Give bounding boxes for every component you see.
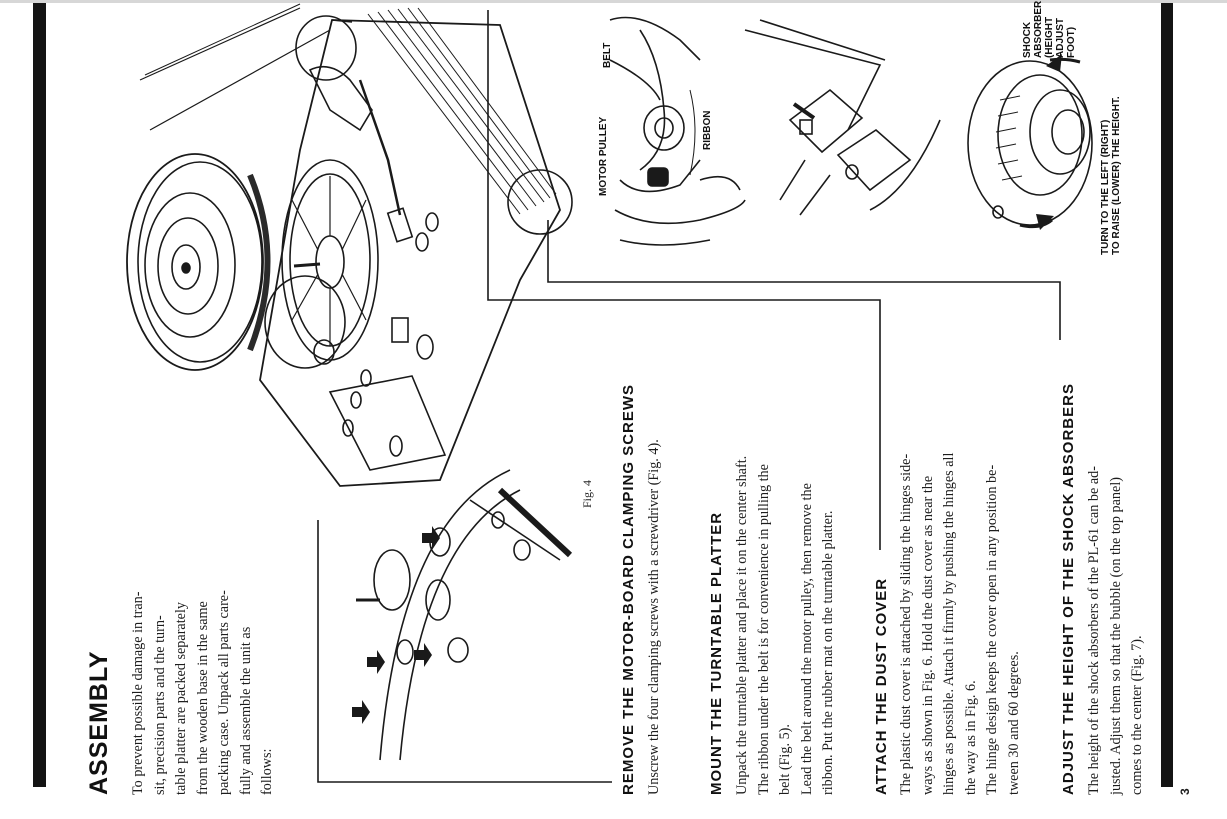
section-body-dust: The plastic dust cover is attached by sl… [896,453,1025,795]
body-line: The hinge design keeps the cover open in… [984,464,1000,795]
right-margin-bar [1161,3,1173,787]
fig7-drawing [967,57,1093,229]
fig5-drawing [609,16,746,246]
intro-line: fully and assemble the unit as [237,626,254,795]
section-heading-dust: ATTACH THE DUST COVER [873,577,890,795]
callout-line-dust [487,10,881,550]
page-number: 3 [1178,788,1192,795]
body-line: belt (Fig. 5). [777,724,793,795]
body-line: tween 30 and 60 degrees. [1005,651,1022,795]
top-edge [0,0,1227,3]
body-line: ways as shown in Fig. 6. Hold the dust c… [919,475,936,795]
section-heading-remove: REMOVE THE MOTOR-BOARD CLAMPING SCREWS [620,383,637,795]
label-line: (HEIGHT [1044,16,1055,58]
section-heading-adjust: ADJUST THE HEIGHT OF THE SHOCK ABSORBERS [1060,383,1077,795]
intro-line: sit, precision parts and the turn- [151,615,168,795]
fig6-drawing [744,19,941,216]
intro-line: packing case. Unpack all parts care- [216,590,232,795]
label-line: ABSORBER [1033,0,1044,58]
body-line: justed. Adjust them so that the bubble (… [1107,477,1124,795]
label-line: ADJUST [1055,17,1066,58]
page-title: ASSEMBLY [85,650,113,795]
callout-line-fig4 [317,520,612,783]
label-line: TO RAISE (LOWER) THE HEIGHT. [1111,96,1122,255]
label-line: FOOT) [1066,26,1077,58]
intro-line: follows: [259,748,275,795]
label-line: SHOCK [1022,21,1033,58]
motor-pulley-label: MOTOR PULLEY [598,116,609,196]
ribbon-label: RIBBON [702,110,713,150]
body-line: comes to the center (Fig. 7). [1129,635,1145,795]
intro-line: table platter are packed separately [173,602,189,795]
left-margin-bar [33,3,46,787]
body-line: the way as in Fig. 6. [962,680,979,795]
section-body-adjust: The height of the shock absorbers of the… [1084,466,1149,795]
body-line: Lead the belt around the motor pulley, t… [798,483,815,795]
body-line: hinges as possible. Attach it firmly by … [941,452,957,795]
label-line: TURN TO THE LEFT (RIGHT) [1100,119,1111,255]
fig4-drawing [356,469,573,761]
section-body-mount: Unpack the turntable platter and place i… [732,456,840,795]
arrow-icons [352,526,440,724]
intro-paragraph: To prevent possible damage in tran- sit,… [128,590,279,795]
body-line: The plastic dust cover is attached by sl… [898,453,914,795]
body-line: The ribbon under the belt is for conveni… [755,464,772,795]
body-line: Unscrew the four clamping screws with a … [646,439,662,795]
shock-absorber-label: SHOCK ABSORBER (HEIGHT ADJUST FOOT) [1022,1,1077,58]
rotate-arrow-top-icon [1046,54,1062,72]
intro-line: from the wooden base in the same [194,601,211,795]
section-body-remove: Unscrew the four clamping screws with a … [644,439,666,795]
body-line: The height of the shock absorbers of the… [1086,466,1102,795]
belt-label: BELT [602,42,613,68]
rotate-arrow-bottom-icon [1036,214,1054,230]
fig4-caption: Fig. 4 [580,479,594,508]
turntable-drawing [126,3,573,487]
turn-instruction: TURN TO THE LEFT (RIGHT) TO RAISE (LOWER… [1100,96,1122,255]
body-line: Unpack the turntable platter and place i… [734,455,750,795]
body-line: ribbon. Put the rubber mat on the turnta… [820,510,836,795]
intro-line: To prevent possible damage in tran- [130,591,146,795]
callout-line-pulley [547,220,1061,340]
section-heading-mount: MOUNT THE TURNTABLE PLATTER [708,511,725,795]
